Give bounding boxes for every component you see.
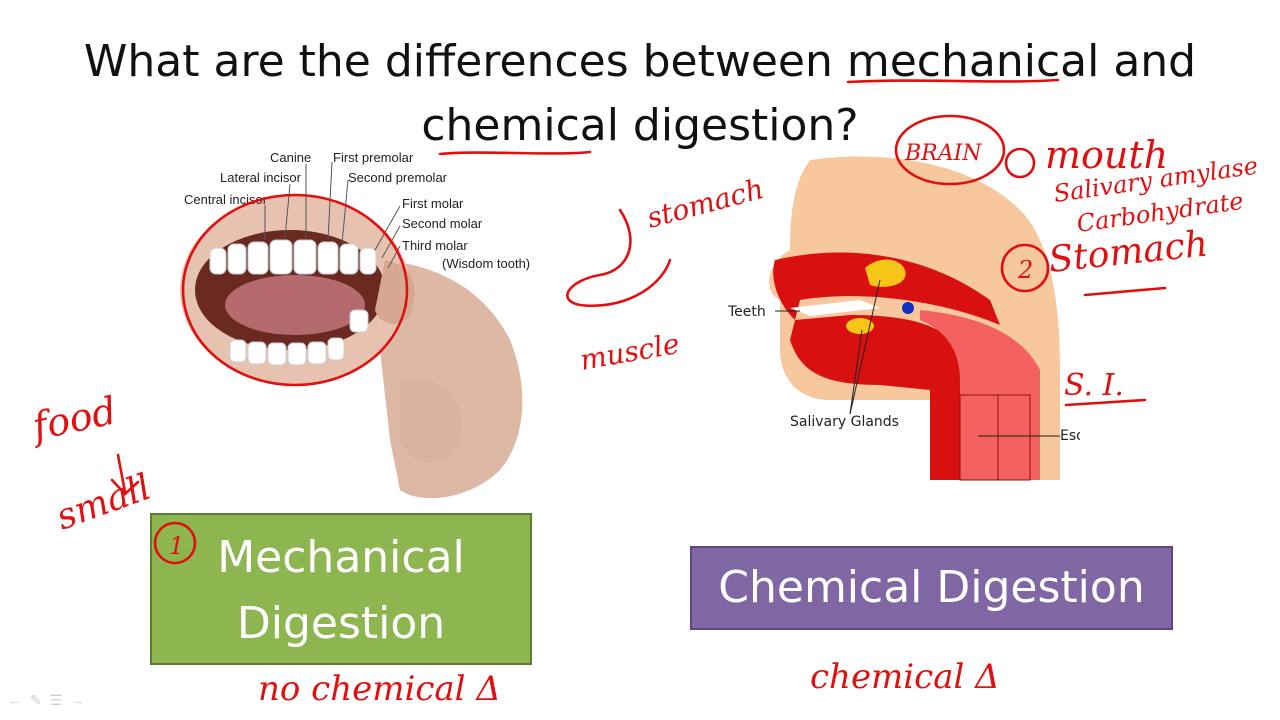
head-leader-lines [775, 279, 1060, 437]
ink-chemical: chemical Δ [810, 657, 1000, 697]
ink-si: S. I. [1064, 368, 1124, 403]
label-teeth: Teeth [727, 304, 766, 320]
mechanical-digestion-box: Mechanical Digestion [150, 513, 532, 665]
ink-underline-chemical [438, 150, 592, 156]
ink-stomach-right: Stomach [1047, 223, 1210, 280]
thumb [400, 378, 462, 463]
ink-muscle: muscle [577, 327, 681, 377]
label-second-premolar: Second premolar [348, 170, 448, 185]
ink-food: food [26, 388, 120, 449]
lower-salivary-gland [846, 318, 874, 334]
mouth-teeth-diagram: Canine First premolar Second premolar La… [180, 150, 530, 499]
slide-nav-toolbar[interactable]: ←✎☰→ [8, 692, 92, 709]
label-first-molar: First molar [402, 196, 464, 211]
title-line-1: What are the differences between mechani… [83, 36, 1197, 87]
ink-no-chemical: no chemical Δ [258, 669, 501, 709]
gland-dot [902, 302, 914, 314]
ink-stomach-left: stomach [643, 172, 767, 235]
head-cross-section-diagram: Teeth Salivary Glands Esophagus [727, 156, 1080, 481]
ink-circle-mouth [181, 193, 409, 387]
teeth-shape [790, 300, 880, 316]
tooth-leader-lines [264, 161, 401, 269]
esophagus-tube [959, 394, 1031, 481]
label-second-molar: Second molar [402, 216, 483, 231]
label-first-premolar: First premolar [333, 150, 414, 165]
ink-underline-mechanical [846, 78, 1060, 84]
tongue [225, 275, 365, 335]
label-esophagus: Esophagus [1060, 428, 1080, 444]
upper-salivary-gland [865, 259, 906, 287]
ink-circle-1 [153, 521, 197, 565]
next-arrow-icon[interactable]: → [70, 692, 93, 708]
menu-icon[interactable]: ☰ [49, 692, 71, 708]
upper-teeth [209, 239, 377, 275]
oral-tissue [773, 252, 1000, 480]
label-salivary-glands: Salivary Glands [790, 414, 899, 430]
ink-mouth: mouth [1045, 133, 1168, 177]
pen-icon[interactable]: ✎ [30, 692, 50, 708]
ink-brain: BRAIN [904, 141, 982, 166]
label-canine: Canine [270, 150, 311, 165]
ink-underline-si [1064, 398, 1147, 407]
label-wisdom-tooth: (Wisdom tooth) [442, 256, 530, 271]
ink-small: small [51, 467, 156, 539]
ink-stomach-sketch [566, 208, 672, 308]
label-third-molar: Third molar [402, 238, 468, 253]
ink-underline-stomach [1083, 286, 1167, 297]
ink-circle-brain [894, 114, 1006, 186]
ink-one: 1 [169, 532, 184, 560]
ink-two: 2 [1017, 256, 1033, 284]
title-line-2: chemical digestion? [421, 100, 859, 151]
chemical-digestion-box: Chemical Digestion [690, 546, 1173, 630]
prev-arrow-icon[interactable]: ← [8, 692, 30, 708]
ink-circle-mouth-num [1004, 147, 1036, 179]
lower-teeth [229, 309, 369, 366]
ink-circle-2 [1000, 243, 1050, 293]
slide-title: What are the differences between mechani… [0, 30, 1280, 158]
ink-arrow-down [110, 453, 140, 496]
label-lateral-incisor: Lateral incisor [220, 170, 302, 185]
